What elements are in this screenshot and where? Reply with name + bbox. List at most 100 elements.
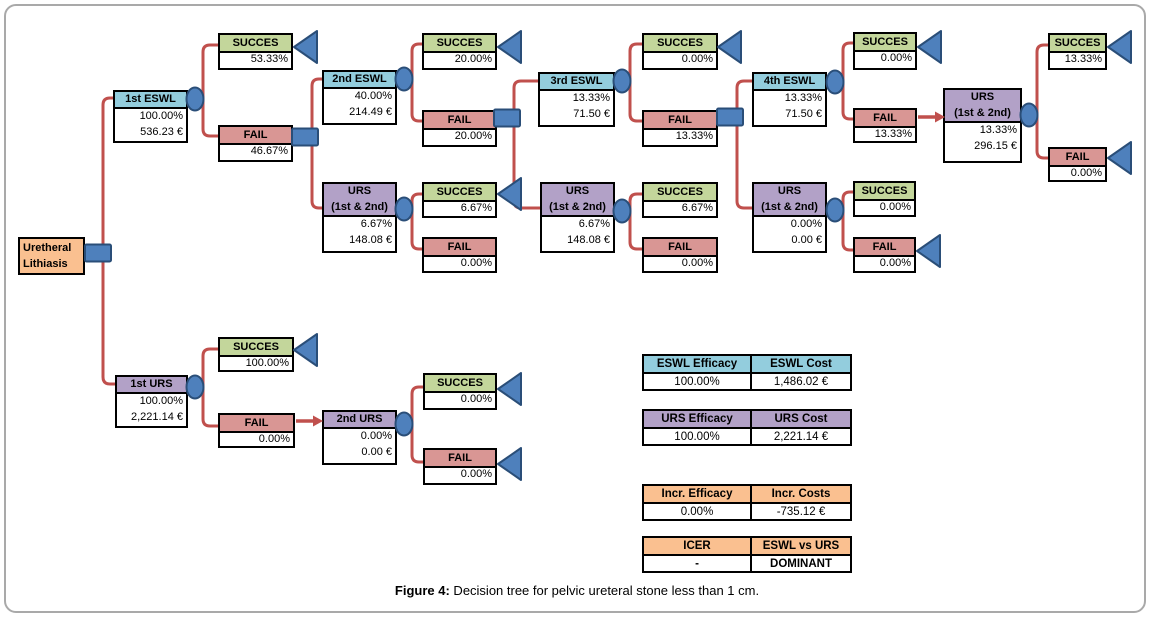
node-value: 0.00% <box>460 257 492 269</box>
node-value: 0.00% <box>360 430 392 442</box>
node-value: 20.00% <box>454 53 492 65</box>
node-value: 71.50 € <box>573 107 610 120</box>
table-value-cell: -735.12 € <box>752 504 850 519</box>
node-label: SUCCES <box>644 35 716 53</box>
node-value: 0.00% <box>879 257 911 269</box>
table-header-cell: URS Efficacy <box>644 411 750 427</box>
node-value: 0.00 € <box>361 445 392 458</box>
node-label: 2nd ESWL <box>324 72 395 89</box>
node-value: 100.00% <box>139 395 183 407</box>
node-value: 100.00% <box>245 357 289 369</box>
node-value: 6.67% <box>460 202 492 214</box>
node-value: 0.00% <box>681 257 713 269</box>
node-label: FAIL <box>855 110 915 128</box>
tree-node-urs-d: URS(1st & 2nd)13.33% 296.15 € <box>943 88 1022 163</box>
node-label: 2nd URS <box>324 412 395 429</box>
node-label: SUCCES <box>644 184 716 202</box>
node-value: 0.00% <box>879 201 911 213</box>
node-value: 100.00% <box>139 110 183 122</box>
table-value-cell: 100.00% <box>644 429 750 444</box>
node-label: 4th ESWL <box>754 74 825 91</box>
node-value: 0.00% <box>1070 167 1102 179</box>
node-label: SUCCES <box>220 35 291 53</box>
node-value: 13.33% <box>979 124 1017 136</box>
node-label: FAIL <box>1050 149 1105 167</box>
node-value: 0.00% <box>460 468 492 480</box>
node-value: 53.33% <box>250 53 288 65</box>
node-value: 13.33% <box>874 128 912 140</box>
table-header-cell: Incr. Costs <box>752 486 850 502</box>
node-value: 0.00% <box>880 52 912 64</box>
node-label: FAIL <box>644 112 716 130</box>
node-label: FAIL <box>220 415 293 433</box>
figure-caption: Figure 4: Decision tree for pelvic urete… <box>0 583 1154 598</box>
node-label: SUCCES <box>1050 35 1105 53</box>
node-label: FAIL <box>220 127 291 145</box>
table-header-cell: URS Cost <box>752 411 850 427</box>
node-label: FAIL <box>424 112 495 130</box>
node-value: 536.23 € <box>140 125 183 138</box>
table-header-cell: Incr. Efficacy <box>644 486 750 502</box>
node-value: 20.00% <box>454 130 492 142</box>
node-value: 0.00% <box>460 393 492 405</box>
node-value: 6.67% <box>360 218 392 230</box>
figure-caption-text: Decision tree for pelvic ureteral stone … <box>449 583 760 598</box>
node-value: 2,221.14 € <box>131 410 183 423</box>
node-label: URS(1st & 2nd) <box>542 184 613 217</box>
node-label: FAIL <box>644 239 716 257</box>
node-label: URS(1st & 2nd) <box>324 184 395 217</box>
node-label: SUCCES <box>855 183 914 201</box>
node-value: 0.00% <box>681 53 713 65</box>
table-header-cell: ESWL Cost <box>752 356 850 372</box>
node-value: 296.15 € <box>974 139 1017 152</box>
table-incremental: Incr. Efficacy Incr. Costs 0.00% -735.12… <box>642 484 852 521</box>
node-value: 71.50 € <box>785 107 822 120</box>
node-label: SUCCES <box>424 184 495 202</box>
table-header-cell: ESWL vs URS <box>752 538 850 554</box>
node-value: 0.00% <box>790 218 822 230</box>
node-value: 6.67% <box>578 218 610 230</box>
tree-node-urs-a: URS(1st & 2nd)6.67%148.08 € <box>322 182 397 253</box>
table-value-cell: - <box>644 556 750 571</box>
node-value: 40.00% <box>354 90 392 102</box>
table-urs-summary: URS Efficacy URS Cost 100.00% 2,221.14 € <box>642 409 852 446</box>
node-label: 1st URS <box>117 377 186 394</box>
table-icer: ICER ESWL vs URS - DOMINANT <box>642 536 852 573</box>
node-label: SUCCES <box>220 339 292 357</box>
table-value-cell: 100.00% <box>644 374 750 389</box>
table-value-cell: DOMINANT <box>752 556 850 571</box>
node-value: 46.67% <box>250 145 288 157</box>
node-label: SUCCES <box>424 35 495 53</box>
node-label: URS(1st & 2nd) <box>754 184 825 217</box>
node-label: 3rd ESWL <box>540 74 613 91</box>
node-value: 13.33% <box>1064 53 1102 65</box>
node-label: URS(1st & 2nd) <box>945 90 1020 123</box>
node-value: 0.00 € <box>791 233 822 246</box>
node-value: 13.33% <box>572 92 610 104</box>
figure-caption-label: Figure 4: <box>394 583 450 598</box>
